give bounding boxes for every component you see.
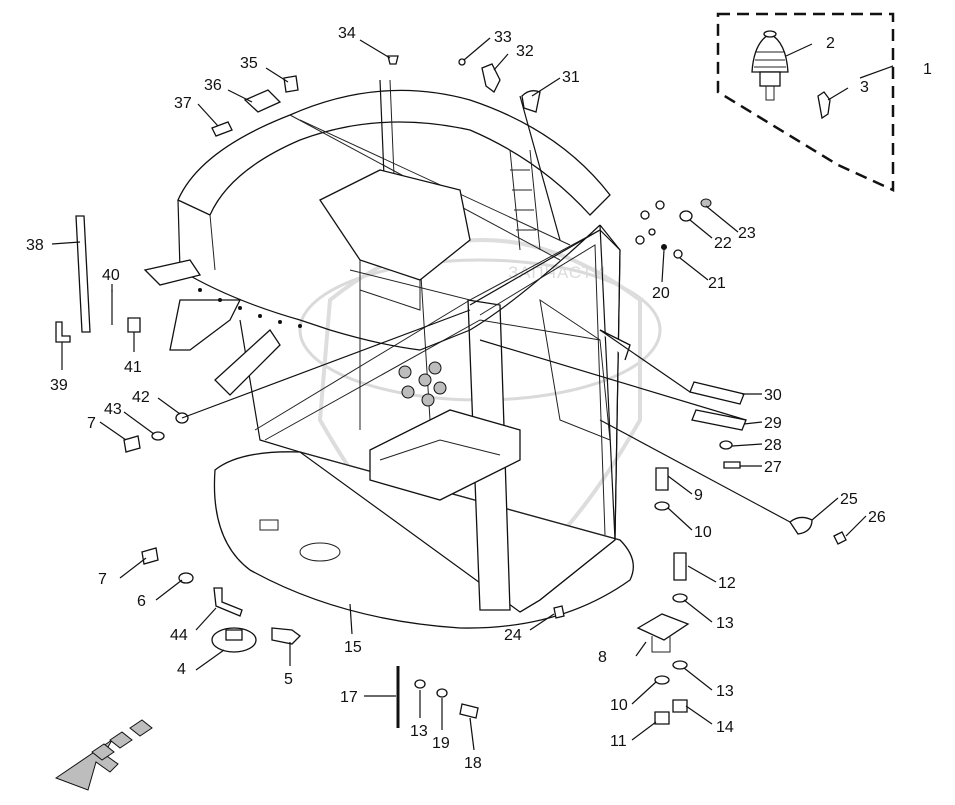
callout-44: 44 xyxy=(170,627,188,644)
door-frame xyxy=(469,229,631,613)
inset-box xyxy=(716,12,895,192)
callout-8: 8 xyxy=(598,649,607,666)
callout-26: 26 xyxy=(868,509,886,526)
ring-holes xyxy=(198,288,302,328)
callout-labels: 1 2 3 4 5 6 7 7 8 9 10 10 11 12 13 13 13… xyxy=(26,25,932,772)
callout-21: 21 xyxy=(708,275,726,292)
callout-11: 11 xyxy=(610,733,627,750)
callout-34: 34 xyxy=(338,25,356,42)
roof-frame xyxy=(143,79,611,396)
watermark-text: ЗАПЧАСТИ xyxy=(508,263,606,282)
callout-13a: 13 xyxy=(716,615,734,632)
callout-35: 35 xyxy=(240,55,258,72)
loose-parts xyxy=(55,55,847,728)
callout-10b: 10 xyxy=(610,697,628,714)
callout-9: 9 xyxy=(694,487,703,504)
callout-25: 25 xyxy=(840,491,858,508)
callout-33: 33 xyxy=(494,29,512,46)
callout-39: 39 xyxy=(50,377,68,394)
callout-32: 32 xyxy=(516,43,534,60)
callout-15: 15 xyxy=(344,639,362,656)
callout-30: 30 xyxy=(764,387,782,404)
callout-43: 43 xyxy=(104,401,122,418)
callout-17: 17 xyxy=(340,689,358,706)
callout-42: 42 xyxy=(132,389,150,406)
callout-14: 14 xyxy=(716,719,734,736)
callout-20: 20 xyxy=(652,285,670,302)
callout-41: 41 xyxy=(124,359,142,376)
callout-13b: 13 xyxy=(716,683,734,700)
leader-lines xyxy=(51,37,894,751)
callout-37: 37 xyxy=(174,95,192,112)
callout-3: 3 xyxy=(860,79,869,96)
callout-18: 18 xyxy=(464,755,482,772)
callout-19: 19 xyxy=(432,735,450,752)
callout-36: 36 xyxy=(204,77,222,94)
callout-23: 23 xyxy=(738,225,756,242)
callout-13c: 13 xyxy=(410,723,428,740)
bracket-icon xyxy=(817,91,831,120)
direction-arrow-icon xyxy=(54,719,153,791)
callout-4: 4 xyxy=(177,661,186,678)
cab-frame xyxy=(239,224,621,613)
callout-38: 38 xyxy=(26,237,44,254)
callout-7b: 7 xyxy=(87,415,96,432)
callout-2: 2 xyxy=(826,35,835,52)
beacon-lamp-icon xyxy=(751,30,789,101)
panel-holes xyxy=(398,361,447,407)
callout-29: 29 xyxy=(764,415,782,432)
callout-10a: 10 xyxy=(694,524,712,541)
callout-5: 5 xyxy=(284,671,293,688)
callout-31: 31 xyxy=(562,69,580,86)
callout-27: 27 xyxy=(764,459,782,476)
callout-24: 24 xyxy=(504,627,522,644)
callout-12: 12 xyxy=(718,575,736,592)
callout-1: 1 xyxy=(923,61,932,78)
callout-7a: 7 xyxy=(98,571,107,588)
callout-6: 6 xyxy=(137,593,146,610)
callout-28: 28 xyxy=(764,437,782,454)
callout-40: 40 xyxy=(102,267,120,284)
callout-22: 22 xyxy=(714,235,732,252)
